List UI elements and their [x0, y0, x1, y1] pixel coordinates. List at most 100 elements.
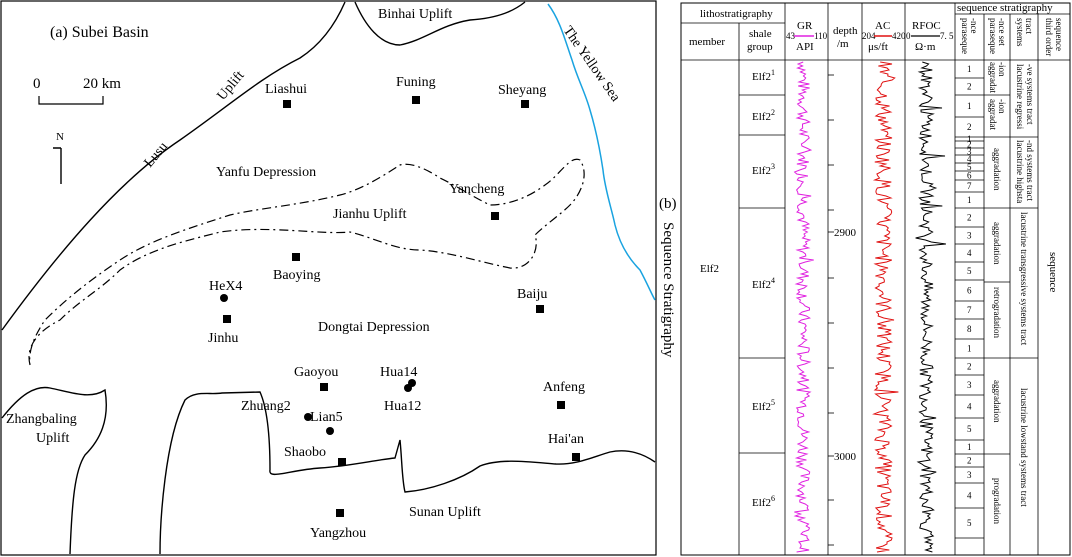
parasequence-label: 5 — [967, 266, 972, 276]
jianhu-uplift-label: Jianhu Uplift — [333, 207, 407, 222]
header-rfoc-min: 0 — [906, 31, 911, 41]
city-baiju-marker — [536, 305, 544, 313]
well-markers: HeX4 Hua14 Hua12 Zhuang2 Lian5 — [209, 279, 421, 435]
header-third-order-1: third order — [1044, 18, 1054, 56]
member-label: Elf2 — [700, 263, 719, 275]
parasequence-label: 7 — [967, 181, 972, 191]
parasequence-label: 1 — [967, 101, 972, 111]
parasequence-label: 2 — [967, 82, 972, 92]
scale-bar: 0 20 km — [33, 76, 121, 105]
header-ac-min: 204 — [862, 31, 876, 41]
parasequence-label: 3 — [967, 470, 972, 480]
parasequence-label: 3 — [967, 380, 972, 390]
scale-distance-label: 20 km — [83, 76, 121, 92]
paraseq-set-2-l1: aggradat — [988, 99, 998, 130]
header-rfoc-max: 7. 5 — [940, 31, 954, 41]
parasequence-label: 1 — [967, 442, 972, 452]
zhangbaling-uplift-boundary — [1, 386, 107, 555]
header-shale-2: group — [747, 41, 773, 53]
depth-tick-marks — [828, 74, 834, 546]
paraseq-set-5: retrogradation — [992, 287, 1002, 338]
binhai-uplift-boundary — [354, 1, 526, 46]
city-sheyang-label: Sheyang — [498, 83, 546, 98]
zhangbaling-label: Zhangbaling — [6, 412, 77, 427]
shale-group-1: Elf21 — [752, 68, 775, 83]
parasequence-label: 1 — [967, 134, 972, 144]
ac-log-curve — [872, 61, 899, 553]
header-rfoc-name: RFOC — [912, 20, 941, 32]
parasequence-label: 2 — [967, 213, 972, 223]
well-lian5-marker — [326, 427, 334, 435]
city-funing-marker — [412, 96, 420, 104]
parasequence-label: 1 — [967, 195, 972, 205]
depth-label-2900: 2900 — [834, 227, 857, 239]
header-lithostratigraphy: lithostratigraphy — [700, 8, 773, 20]
city-baoying-marker — [292, 253, 300, 261]
city-gaoyou-label: Gaoyou — [294, 365, 338, 380]
parasequence-label: 2 — [967, 456, 972, 466]
yanfu-depression-label: Yanfu Depression — [216, 165, 316, 180]
parasequence-label: 2 — [967, 362, 972, 372]
header-gr-min: 43 — [786, 31, 796, 41]
parasequence-label: 1 — [967, 64, 972, 74]
header-rfoc-unit: Ω·m — [915, 41, 936, 53]
shale-group-6: Elf26 — [752, 494, 775, 509]
well-lian5-label: Lian5 — [310, 410, 343, 425]
well-hex4-marker — [220, 294, 228, 302]
scale-bar-line — [38, 96, 104, 105]
systems-tract-2-l1: lacustrine highsta — [1015, 140, 1025, 203]
parasequence-label: 6 — [967, 171, 972, 181]
north-label: N — [56, 131, 64, 143]
parasequence-label: 1 — [967, 344, 972, 354]
systems-tract-1-l1: lacustrine regressi — [1015, 64, 1025, 130]
header-third-order-2: sequence — [1054, 18, 1064, 51]
city-gaoyou-marker — [320, 383, 328, 391]
header-parasequence-2: -nce — [969, 18, 979, 34]
coastline — [547, 3, 656, 301]
city-anfeng-label: Anfeng — [543, 380, 585, 395]
shale-group-2: Elf22 — [752, 108, 775, 123]
lusu-uplift-label: Uplift — [215, 68, 248, 103]
rfoc-log-curve — [915, 61, 946, 553]
lusu-label: Lusu — [142, 139, 171, 170]
paraseq-set-3: aggradation — [992, 148, 1002, 191]
parasequence-label: 4 — [967, 402, 972, 412]
gr-log-curve — [793, 61, 814, 553]
panel-b-label: (b) — [659, 196, 677, 212]
well-hua14-label: Hua14 — [380, 365, 417, 380]
parasequence-label: 2 — [967, 140, 972, 150]
paraseq-set-4: aggradation — [992, 222, 1002, 265]
city-funing-label: Funing — [396, 75, 436, 90]
well-hua12-marker — [404, 384, 412, 392]
binhai-uplift-label: Binhai Uplift — [378, 7, 452, 22]
parasequence-label: 4 — [967, 248, 972, 258]
city-yangzhou-label: Yangzhou — [310, 526, 366, 541]
city-anfeng-marker — [557, 401, 565, 409]
header-systems-1: systems — [1015, 18, 1025, 47]
parasequence-label: 7 — [967, 305, 972, 315]
paraseq-set-7: progradation — [992, 478, 1002, 524]
map-frame — [0, 0, 657, 556]
city-markers: Liashui Funing Sheyang Yancheng Baoying … — [208, 75, 585, 541]
lusu-uplift-boundary — [1, 1, 346, 331]
city-shaobo-label: Shaobo — [284, 445, 326, 460]
well-hua12-label: Hua12 — [384, 399, 421, 414]
parasequence-label: 4 — [967, 154, 972, 164]
city-sheyang-marker — [521, 100, 529, 108]
header-depth-1: depth — [833, 25, 858, 37]
parasequence-label: 4 — [967, 491, 972, 501]
sunan-uplift-label: Sunan Uplift — [409, 505, 481, 520]
zhangbaling-uplift-label: Uplift — [36, 431, 70, 446]
city-jinhu-marker — [223, 315, 231, 323]
header-gr-max: 110 — [814, 31, 828, 41]
depth-label-3000: 3000 — [834, 451, 857, 463]
yellow-sea-label: The Yellow Sea — [560, 24, 623, 106]
sunan-uplift-boundary — [159, 391, 656, 555]
city-yangzhou-marker — [336, 509, 344, 517]
city-baoying-label: Baoying — [273, 268, 320, 283]
parasequence-label: 6 — [967, 286, 972, 296]
scale-zero-label: 0 — [33, 76, 41, 92]
column-panel: (b) Sequence Stratigraphy lithostratigra… — [659, 2, 1071, 556]
